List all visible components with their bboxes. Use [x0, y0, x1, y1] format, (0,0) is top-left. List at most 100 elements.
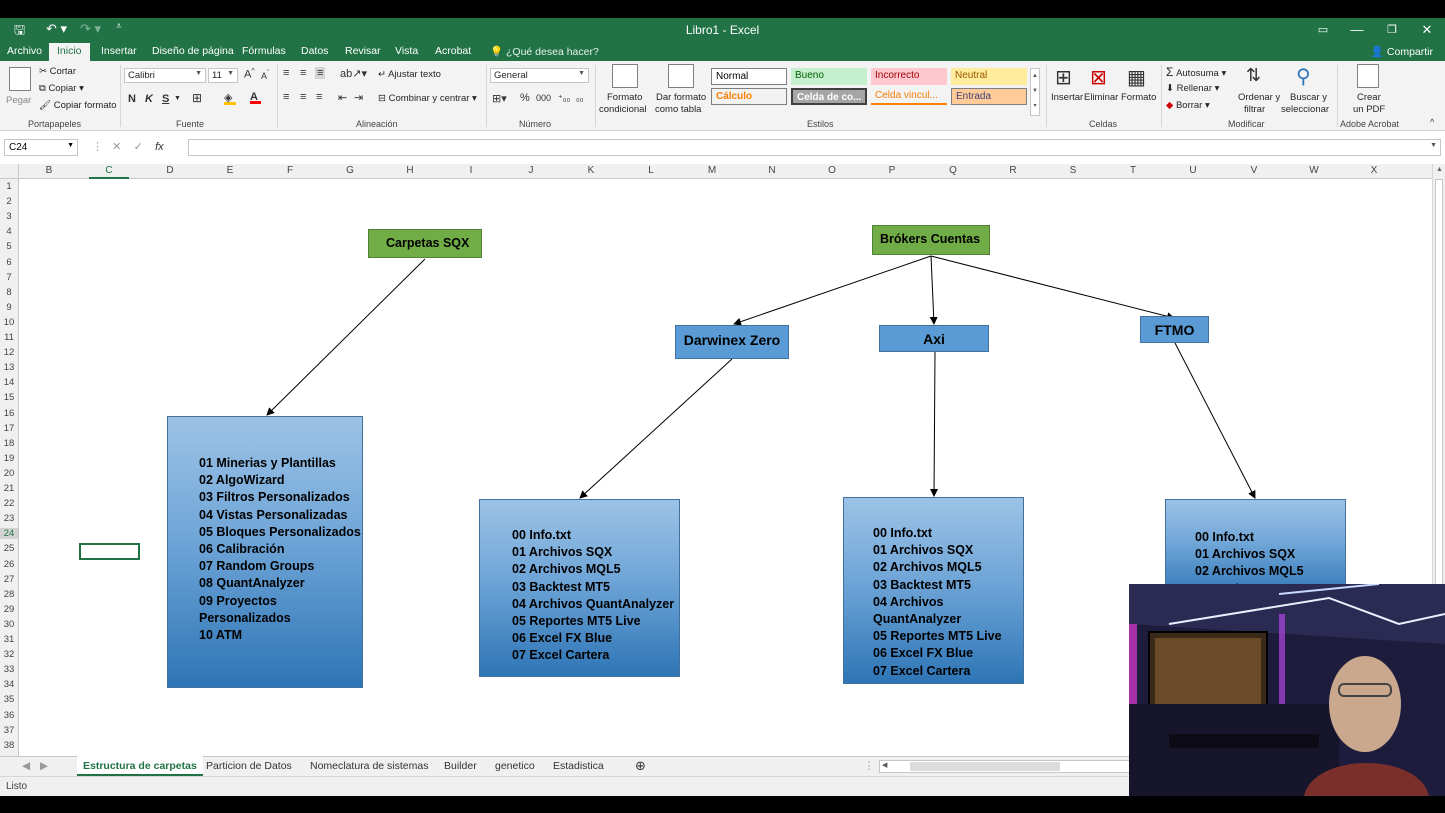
minimize-button[interactable]: —	[1350, 22, 1364, 37]
customize-qat-icon[interactable]: ⩡	[116, 21, 122, 32]
darwinex-zero-box[interactable]: Darwinex Zero	[675, 325, 789, 359]
column-header[interactable]: N	[768, 165, 776, 176]
hscroll-thumb[interactable]	[910, 762, 1060, 771]
tab-vista[interactable]: Vista	[395, 45, 419, 57]
row-header[interactable]: 33	[3, 664, 15, 676]
sort-filter-icon[interactable]: ⇅	[1246, 65, 1262, 85]
tab-archivo[interactable]: Archivo	[7, 45, 43, 57]
format-table-label-1[interactable]: Dar formato	[656, 92, 707, 103]
horizontal-scrollbar[interactable]: ◀	[879, 760, 1131, 773]
column-header[interactable]: O	[828, 165, 836, 176]
underline-button[interactable]: S	[162, 93, 170, 105]
style-entrada[interactable]: Entrada	[951, 88, 1027, 105]
add-sheet-icon[interactable]: ⊕	[635, 758, 646, 773]
column-header[interactable]: Q	[949, 165, 957, 176]
row-header[interactable]: 11	[4, 332, 14, 343]
column-header[interactable]: V	[1250, 165, 1258, 176]
row-header[interactable]: 24	[0, 528, 18, 540]
row-header[interactable]: 14	[3, 377, 15, 389]
conditional-format-label-2[interactable]: condicional	[599, 104, 647, 115]
style-calculo[interactable]: Cálculo	[711, 88, 787, 105]
tab-formulas[interactable]: Fórmulas	[242, 45, 286, 57]
insert-cells-button[interactable]: Insertar	[1051, 92, 1084, 103]
redo-icon[interactable]: ↷ ▾	[80, 21, 102, 36]
column-header[interactable]: R	[1009, 165, 1017, 176]
tab-acrobat[interactable]: Acrobat	[435, 45, 472, 57]
row-header[interactable]: 34	[3, 679, 15, 691]
ribbon-display-icon[interactable]: ▭	[1317, 24, 1329, 36]
enter-icon[interactable]: ✓	[133, 141, 143, 153]
find-label-1[interactable]: Buscar y	[1290, 92, 1327, 103]
style-celda-vinculada[interactable]: Celda vincul...	[871, 88, 947, 105]
prev-sheet-icon[interactable]: ◀	[22, 760, 31, 772]
decrease-indent-icon[interactable]: ⇤	[338, 92, 348, 104]
percent-icon[interactable]: %	[520, 92, 530, 104]
tab-inicio[interactable]: Inicio	[49, 43, 90, 61]
style-bueno[interactable]: Bueno	[791, 68, 867, 85]
row-header[interactable]: 12	[3, 347, 15, 359]
format-cells-icon[interactable]: ▦	[1127, 67, 1146, 89]
row-header[interactable]: 23	[3, 513, 15, 525]
selected-cell-c24[interactable]	[79, 543, 140, 560]
column-header[interactable]: H	[406, 165, 414, 176]
fill-button[interactable]: ⬇ Rellenar ▾	[1166, 83, 1220, 94]
sheet-tab-particion[interactable]: Particion de Datos	[206, 760, 292, 772]
paste-button[interactable]: Pegar	[6, 95, 32, 106]
tab-diseno[interactable]: Diseño de página	[152, 45, 234, 57]
splitter-icon[interactable]: ⋮	[864, 760, 875, 772]
align-center-icon[interactable]: ≡	[300, 91, 307, 103]
row-header[interactable]: 4	[6, 226, 12, 238]
format-as-table-icon[interactable]	[668, 64, 694, 88]
style-celda-comprobacion[interactable]: Celda de co...	[791, 88, 867, 105]
clear-button[interactable]: ◆ Borrar ▾	[1166, 100, 1210, 111]
tab-datos[interactable]: Datos	[301, 45, 329, 57]
magnifier-icon[interactable]: ⚲	[1296, 66, 1311, 88]
row-header[interactable]: 19	[3, 452, 15, 464]
column-header[interactable]: K	[587, 165, 595, 176]
column-header[interactable]: U	[1189, 165, 1197, 176]
row-header[interactable]: 36	[3, 709, 15, 721]
comma-style-icon[interactable]: 000	[536, 93, 552, 103]
column-header[interactable]: W	[1309, 165, 1319, 176]
row-header[interactable]: 13	[3, 362, 15, 374]
row-header[interactable]: 9	[6, 301, 12, 313]
row-header[interactable]: 37	[3, 724, 15, 736]
create-pdf-label-1[interactable]: Crear	[1357, 92, 1381, 103]
increase-indent-icon[interactable]: ⇥	[354, 92, 364, 104]
column-header[interactable]: T	[1129, 165, 1137, 176]
row-header[interactable]: 35	[3, 694, 15, 706]
conditional-format-icon[interactable]	[612, 64, 638, 88]
sheet-tab-estructura[interactable]: Estructura de carpetas	[77, 756, 203, 776]
row-header[interactable]: 25	[3, 543, 15, 555]
column-header[interactable]: S	[1069, 165, 1077, 176]
autosum-button[interactable]: Σ Autosuma ▾	[1166, 65, 1227, 79]
row-header[interactable]: 1	[6, 181, 12, 192]
row-header[interactable]: 10	[3, 316, 15, 328]
row-header[interactable]: 21	[3, 483, 15, 494]
font-size-combo[interactable]: 11▼	[208, 68, 238, 83]
select-all-button[interactable]	[0, 164, 19, 179]
column-header[interactable]: B	[45, 165, 53, 176]
row-header[interactable]: 27	[3, 573, 15, 585]
fx-icon[interactable]: fx	[155, 141, 164, 153]
sort-label-2[interactable]: filtrar	[1244, 104, 1266, 115]
tab-revisar[interactable]: Revisar	[345, 45, 381, 57]
shrink-font-icon[interactable]: Aˇ	[261, 70, 270, 81]
merge-center-button[interactable]: ⊟ Combinar y centrar ▾	[378, 93, 477, 104]
row-header[interactable]: 7	[6, 271, 12, 283]
column-header[interactable]: P	[888, 165, 896, 176]
column-header[interactable]: C	[89, 165, 129, 179]
delete-cells-icon[interactable]: ⊠	[1090, 67, 1107, 89]
carpetas-sqx-box[interactable]: Carpetas SQX	[368, 229, 482, 258]
row-header[interactable]: 2	[6, 196, 12, 208]
chevron-down-icon[interactable]: ▼	[174, 95, 181, 102]
format-painter-button[interactable]: 🖌 Copiar formato	[39, 100, 117, 111]
column-header[interactable]: D	[166, 165, 174, 176]
create-pdf-icon[interactable]	[1357, 64, 1379, 88]
copy-button[interactable]: ⧉ Copiar ▾	[39, 83, 84, 94]
scroll-left-icon[interactable]: ◀	[882, 762, 888, 769]
decrease-decimal-icon[interactable]: ₀₀	[576, 93, 584, 103]
cut-button[interactable]: ✂ Cortar	[39, 66, 76, 77]
column-header[interactable]: L	[648, 165, 654, 176]
